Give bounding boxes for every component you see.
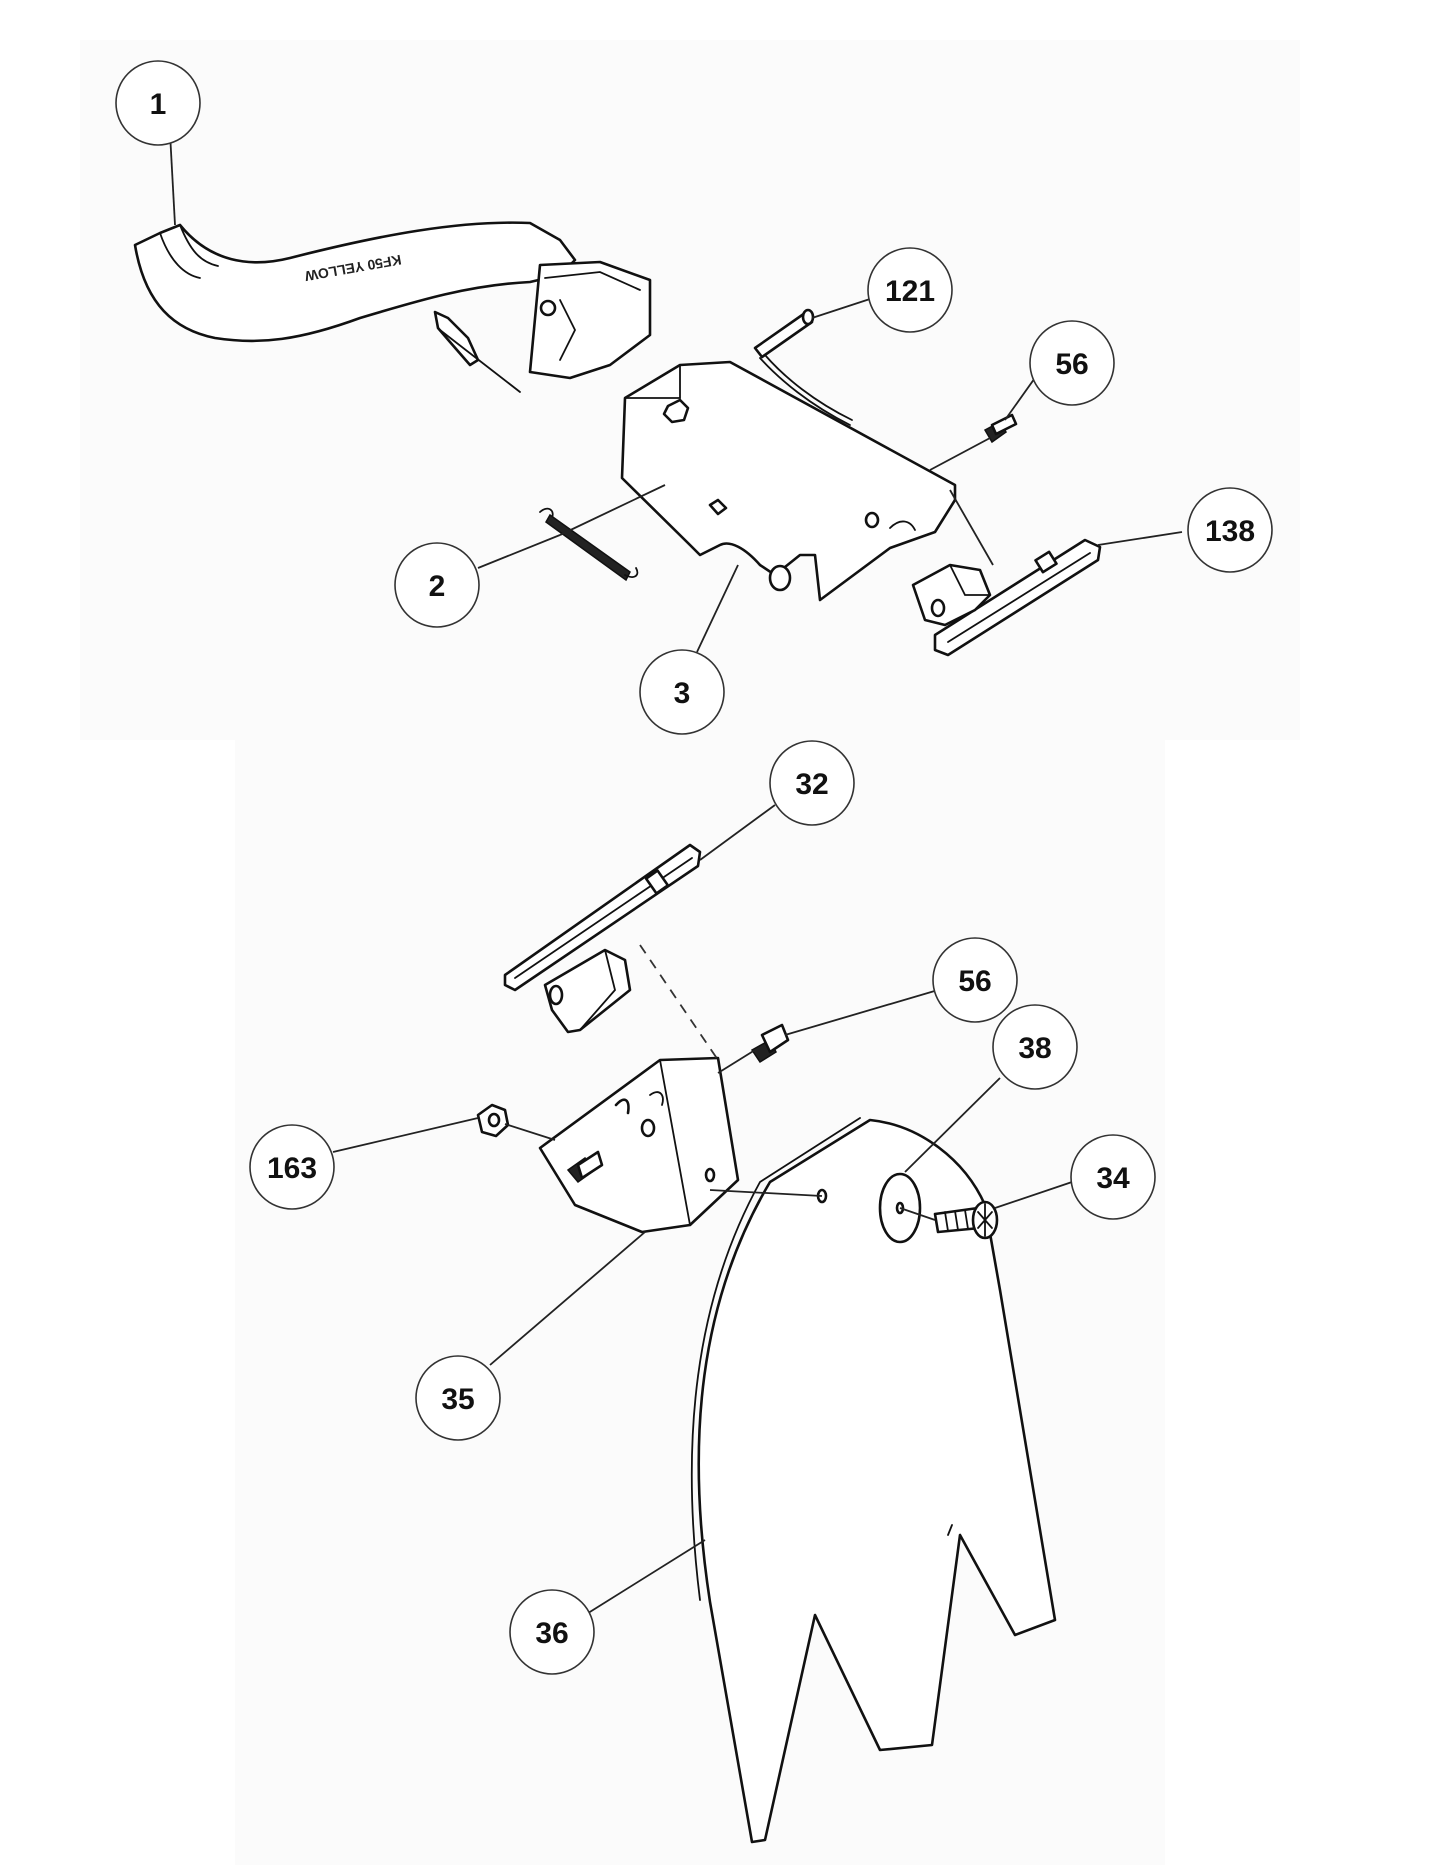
leader-163 (332, 1117, 479, 1153)
leader-34 (994, 1181, 1073, 1209)
callout-label: 38 (1018, 1032, 1051, 1065)
leader-36 (584, 1539, 706, 1616)
callout-1: 1 (115, 60, 201, 146)
callout-label: 3 (674, 677, 691, 710)
callout-138: 138 (1187, 487, 1273, 573)
leader-138-b (949, 489, 994, 566)
callout-label: 138 (1205, 515, 1255, 548)
leader-121 (811, 297, 874, 319)
trigger-handle-part: KF50 YELLOW (133, 221, 652, 393)
leader-35 (489, 1231, 646, 1366)
leader-2-b (559, 484, 666, 536)
callout-label: 56 (958, 965, 991, 998)
leader-32 (699, 804, 776, 861)
callout-label: 35 (441, 1383, 474, 1416)
leader-56a (1004, 374, 1038, 421)
leader-3 (696, 564, 739, 653)
callout-35: 35 (415, 1355, 501, 1441)
callout-32: 32 (769, 740, 855, 826)
callout-label: 1 (150, 88, 167, 121)
blade-plate-part-36 (690, 1117, 1057, 1844)
leader-washer-bolt (899, 1207, 936, 1221)
leader-1 (169, 132, 176, 226)
upper-spring (759, 357, 851, 426)
leader-56a-b (929, 437, 991, 471)
leader-2 (477, 534, 561, 569)
callout-label: 56 (1055, 348, 1088, 381)
callout-56-upper: 56 (1029, 320, 1115, 406)
callout-label: 32 (795, 768, 828, 801)
leader-138 (1097, 531, 1183, 546)
lower-panel (235, 740, 1165, 1865)
leader-56b-b (717, 1049, 756, 1074)
callout-label: 34 (1096, 1162, 1130, 1195)
callout-label: 163 (267, 1152, 317, 1185)
leader-hole-36 (709, 1189, 823, 1197)
callout-34: 34 (1070, 1134, 1156, 1220)
housing-plate-part-3 (620, 360, 957, 602)
leader-56b (784, 989, 939, 1036)
bolt-part-34 (933, 1200, 999, 1240)
angle-bracket-part-35 (538, 1056, 740, 1234)
leader-163-b (504, 1123, 556, 1141)
callout-2: 2 (394, 542, 480, 628)
callout-38: 38 (992, 1004, 1078, 1090)
dash-32-35 (639, 944, 719, 1061)
rail-bracket-part-32 (503, 843, 702, 1034)
callout-3: 3 (639, 649, 725, 735)
callout-36: 36 (509, 1589, 595, 1675)
latch-bracket-part-138 (911, 538, 1102, 657)
callout-label: 2 (429, 570, 446, 603)
callout-56-lower: 56 (932, 937, 1018, 1023)
callout-121: 121 (867, 247, 953, 333)
callout-163: 163 (249, 1124, 335, 1210)
leader-38 (904, 1077, 1001, 1173)
callout-label: 36 (535, 1617, 568, 1650)
callout-label: 121 (885, 275, 935, 308)
screw-part-56-lower (750, 1023, 790, 1064)
